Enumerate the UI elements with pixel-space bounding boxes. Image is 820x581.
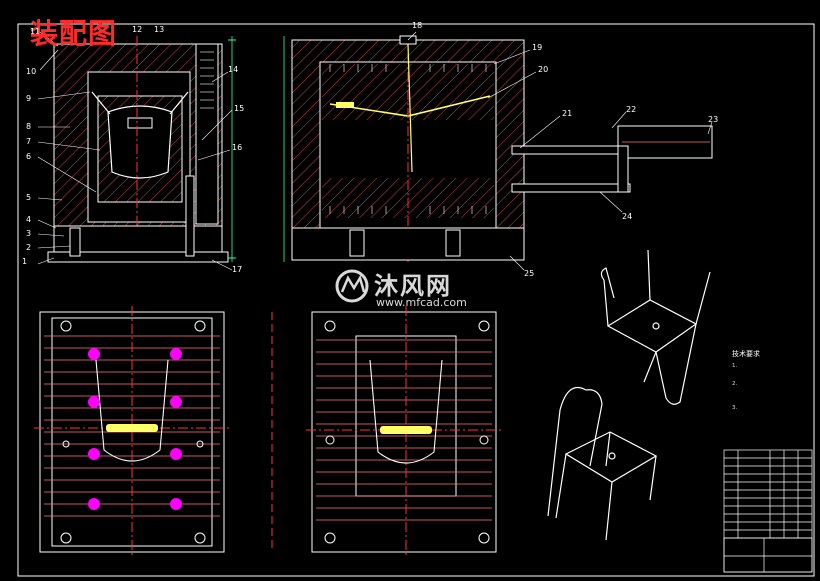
callout-11: 11: [30, 27, 41, 36]
callout-1: 1: [22, 257, 28, 266]
callout-25: 25: [524, 269, 535, 278]
bottom-middle-plan-view: [306, 306, 502, 558]
left-section-view: [47, 36, 236, 263]
watermark: 沐风网 www.mfcad.com: [332, 264, 512, 310]
callout-3: 3: [26, 229, 32, 238]
callout-10: 10: [26, 67, 37, 76]
bottom-left-plan-view: [34, 306, 230, 558]
right-section-view: [283, 35, 713, 262]
drawing-border: [17, 23, 815, 577]
callout-17: 17: [232, 265, 243, 274]
isometric-chair-product: [547, 249, 711, 541]
mfcad-logo-icon: [335, 269, 369, 303]
callout-13: 13: [154, 25, 165, 34]
technical-notes-title: 技术要求: [732, 350, 760, 358]
watermark-brand: 沐风网: [374, 272, 452, 300]
drawing-title: 装配图: [30, 17, 118, 50]
callout-2: 2: [26, 243, 32, 252]
callout-8: 8: [26, 122, 32, 131]
technical-note-2: 2.: [732, 381, 738, 387]
callout-15: 15: [234, 104, 245, 113]
callout-22: 22: [626, 105, 637, 114]
callout-9: 9: [26, 94, 32, 103]
leader-lines-right: [407, 31, 713, 271]
callout-7: 7: [26, 137, 32, 146]
title-block: [723, 449, 813, 573]
callout-23: 23: [708, 115, 719, 124]
callout-21: 21: [562, 109, 573, 118]
callout-16: 16: [232, 143, 243, 152]
callout-14: 14: [228, 65, 239, 74]
callout-5: 5: [26, 193, 32, 202]
leader-lines-left: [37, 31, 233, 271]
technical-note-3: 3.: [732, 405, 738, 411]
callout-20: 20: [538, 65, 549, 74]
technical-note-1: 1.: [732, 363, 738, 369]
callout-24: 24: [622, 212, 633, 221]
callout-12: 12: [132, 25, 143, 34]
callout-4: 4: [26, 215, 32, 224]
callout-19: 19: [532, 43, 543, 52]
callout-18: 18: [412, 21, 423, 30]
watermark-url: www.mfcad.com: [376, 296, 467, 309]
callout-6: 6: [26, 152, 32, 161]
